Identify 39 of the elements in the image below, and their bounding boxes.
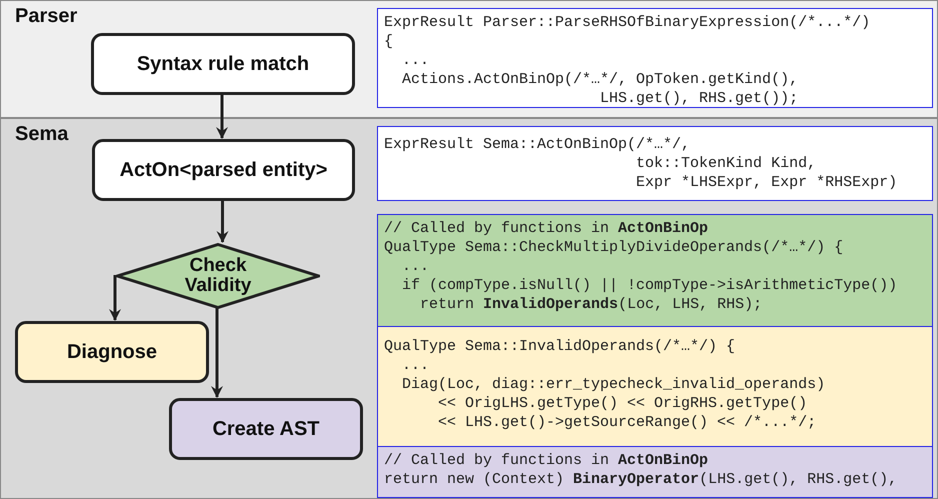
code-line: << LHS.get()->getSourceRange() << /*...*/;	[437, 413, 816, 432]
lane-title: Sema	[15, 123, 68, 146]
code-line: QualType Sema::CheckMultiplyDivideOperands(/*…*/) {	[384, 238, 844, 257]
process-box: Syntax rule match	[91, 33, 355, 95]
code-block	[377, 126, 933, 201]
process-box: Create AST	[169, 398, 363, 460]
lane-panel	[0, 118, 938, 499]
code-block	[377, 446, 933, 498]
process-box: ActOn<parsed entity>	[92, 139, 355, 201]
code-line: {	[384, 32, 394, 51]
code-line: QualType Sema::InvalidOperands(/*…*/) {	[384, 337, 736, 356]
code-line: LHS.get(), RHS.get());	[599, 89, 798, 108]
code-block	[377, 214, 933, 327]
code-block	[377, 326, 933, 447]
lane-panel	[0, 0, 938, 118]
code-line: if (compType.isNull() || !compType->isArithmeticType())	[401, 276, 898, 295]
arrow	[211, 308, 223, 398]
code-line: Diag(Loc, diag::err_typecheck_invalid_operands)	[401, 375, 826, 394]
arrow	[109, 275, 121, 321]
code-line: // Called by functions in ActOnBinOp	[384, 219, 708, 238]
code-line: ...	[401, 257, 430, 276]
code-line: // Called by functions in ActOnBinOp	[384, 451, 708, 470]
code-line: Actions.ActOnBinOp(/*…*/, OpToken.getKind(),	[401, 70, 798, 89]
code-line: ExprResult Sema::ActOnBinOp(/*…*/,	[384, 135, 690, 154]
arrow	[216, 200, 228, 243]
code-line: << OrigLHS.getType() << OrigRHS.getType()	[437, 394, 808, 413]
code-line: ExprResult Parser::ParseRHSOfBinaryExpression(/*...*/)	[384, 13, 870, 32]
decision-diamond	[116, 243, 320, 309]
code-line: return InvalidOperands(Loc, LHS, RHS);	[419, 295, 762, 314]
code-line: ...	[401, 356, 430, 375]
code-line: return new (Context) BinaryOperator(LHS.get(), RHS.get(),	[384, 470, 898, 489]
code-line: tok::TokenKind Kind,	[635, 154, 816, 173]
arrow	[216, 94, 228, 139]
code-line: Expr *LHSExpr, Expr *RHSExpr)	[635, 173, 898, 192]
decision-label: Check Validity	[184, 256, 252, 296]
code-line: ...	[401, 51, 430, 70]
code-block	[377, 8, 933, 108]
lane-title: Parser	[15, 5, 78, 28]
process-box: Diagnose	[15, 321, 209, 383]
